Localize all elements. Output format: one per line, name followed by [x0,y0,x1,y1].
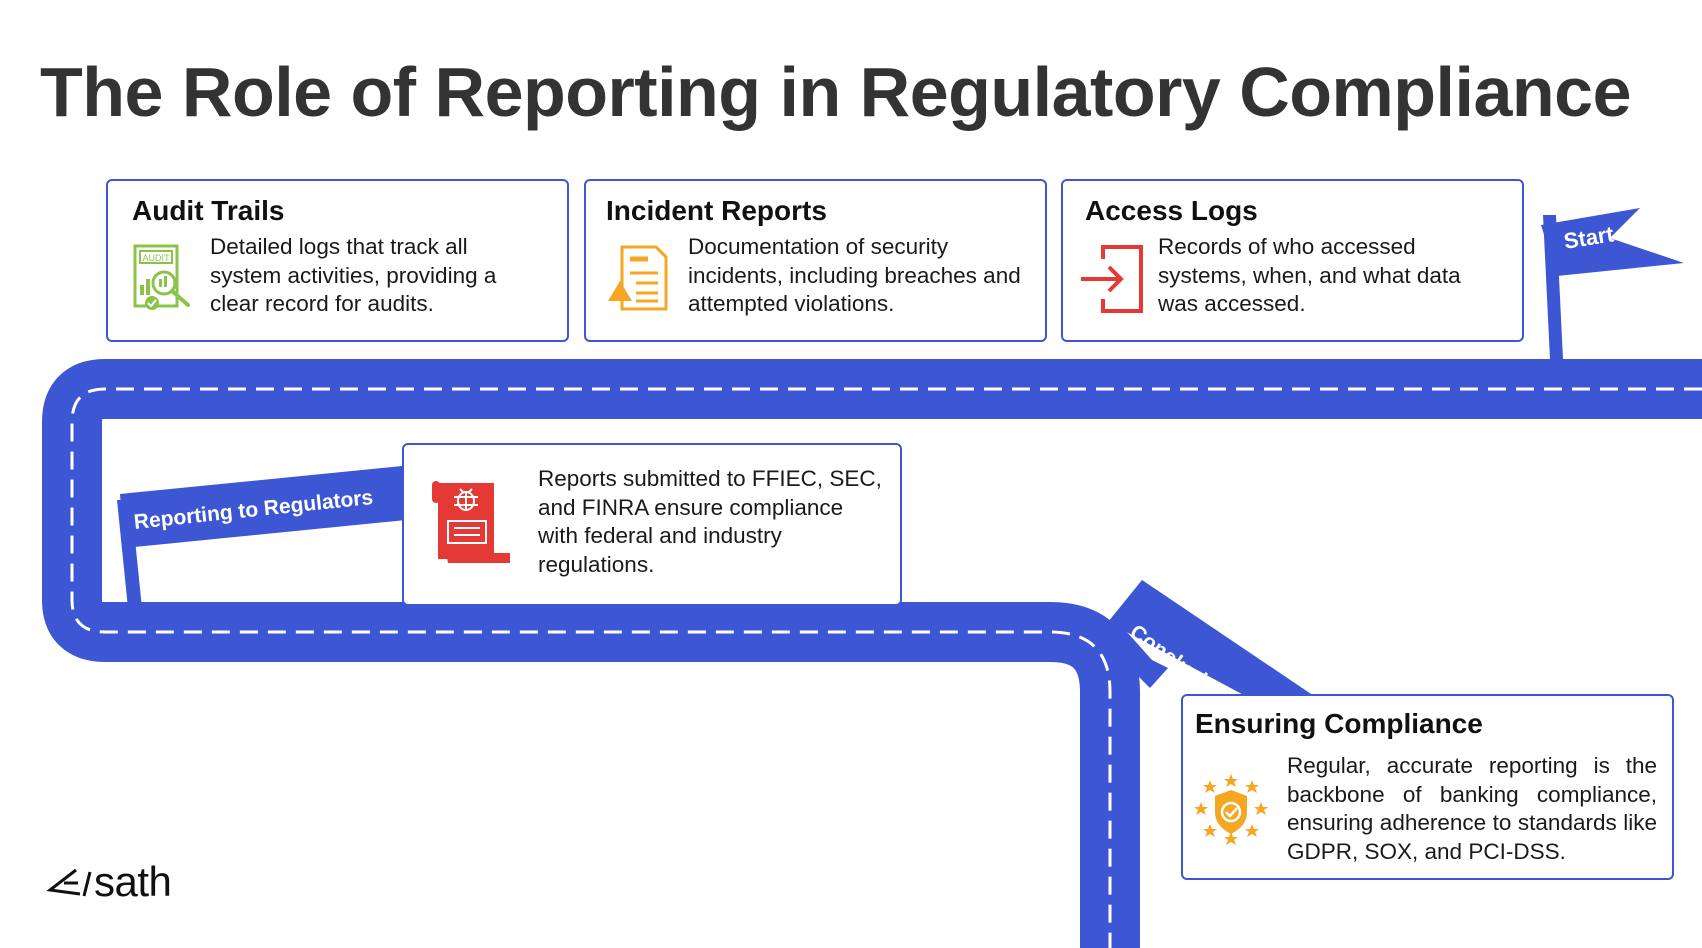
audit-magnifier-icon: AUDIT [132,243,194,318]
page-title: The Role of Reporting in Regulatory Comp… [40,53,1632,131]
reporting-regulators-card: Reports submitted to FFIEC, SEC, and FIN… [402,443,902,606]
conclusion-flag [1104,580,1320,720]
login-arrow-icon [1079,243,1145,320]
incident-reports-card: Incident Reports Documentation of securi… [584,179,1047,342]
brand-mark-icon [46,868,92,897]
reporting-regulators-text: Reports submitted to FFIEC, SEC, and FIN… [538,466,882,577]
ensuring-compliance-card: Ensuring Compliance Regular, accurate re… [1181,694,1674,880]
audit-trails-text: Detailed logs that track all system acti… [210,234,497,316]
ensuring-compliance-text: Regular, accurate reporting is the backb… [1287,753,1657,864]
incident-reports-text: Documentation of security incidents, inc… [688,234,1021,316]
incident-document-warning-icon [608,243,670,318]
access-logs-card: Access Logs Records of who accessed syst… [1061,179,1524,342]
bug-report-scroll-icon [426,477,512,572]
shield-stars-icon [1193,772,1269,853]
brand-logo-text: sath [94,858,172,905]
audit-trails-title: Audit Trails [132,195,285,226]
reporting-flag [117,466,406,628]
ensuring-compliance-title: Ensuring Compliance [1195,708,1483,739]
access-logs-title: Access Logs [1085,195,1258,226]
incident-reports-title: Incident Reports [606,195,827,226]
start-flag [1541,208,1684,359]
access-logs-text: Records of who accessed systems, when, a… [1158,234,1461,316]
audit-icon-label: AUDIT [143,253,171,263]
audit-trails-card: Audit Trails AUDIT Detailed logs that tr… [106,179,569,342]
